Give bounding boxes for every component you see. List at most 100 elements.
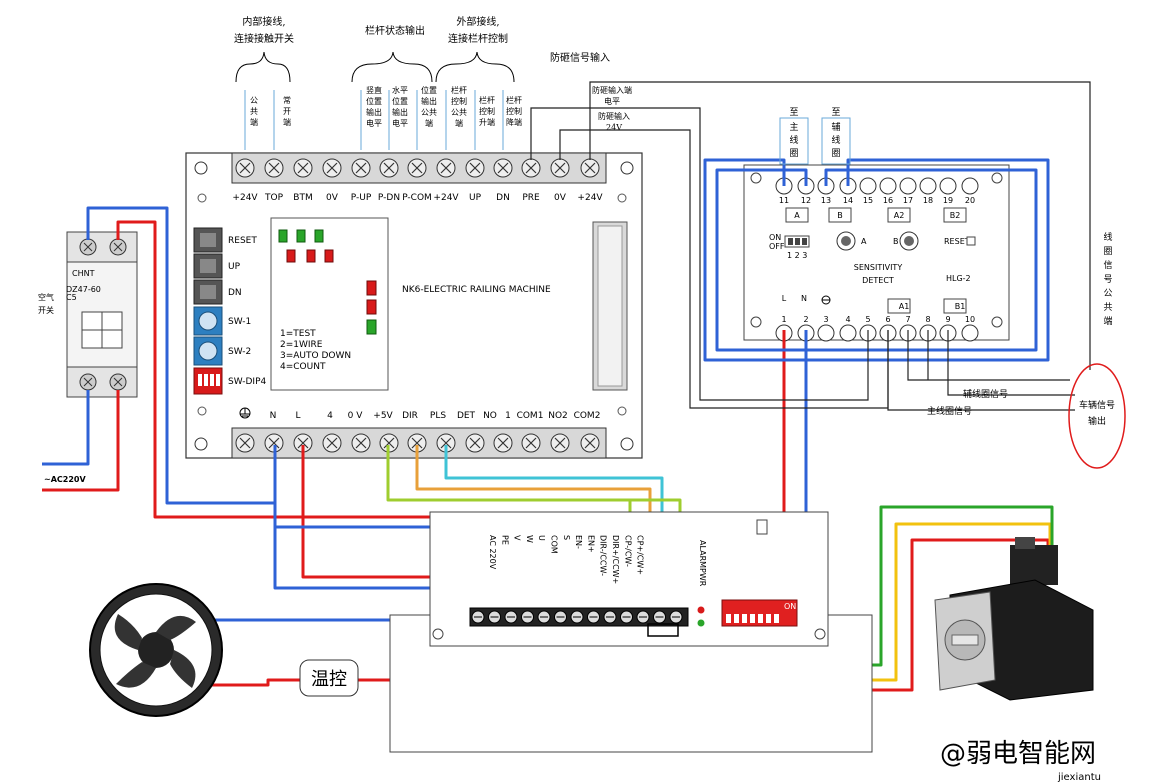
svg-text:端: 端 — [283, 117, 291, 127]
label-leaders — [244, 90, 504, 150]
board-outline — [185, 152, 643, 459]
vehicle-signal-line2: 输出 — [1088, 415, 1106, 427]
top-terminal-label: P-COM — [402, 193, 432, 203]
detector-terminal-number: 1 — [781, 315, 786, 324]
bottom-terminal-label: N — [270, 411, 277, 421]
detector-terminal-number: 16 — [883, 196, 893, 205]
svg-text:栏杆: 栏杆 — [451, 85, 467, 95]
ground-icon — [239, 407, 251, 419]
driver-terminal-label: DIR+/CCW+ — [611, 535, 620, 584]
mode-2: 2=1WIRE — [280, 340, 323, 350]
internal-wiring-line2: 连接接触开关 — [234, 32, 294, 45]
bottom-terminal-label: L — [295, 411, 300, 421]
off-label: OFF — [769, 242, 785, 251]
top-terminal-label: 0V — [554, 193, 567, 203]
svg-text:共: 共 — [250, 107, 258, 116]
detector-terminal[interactable] — [961, 324, 979, 342]
svg-text:圈: 圈 — [1103, 246, 1112, 257]
external-wiring-line2: 连接栏杆控制 — [448, 32, 508, 45]
detector-terminal-number: 5 — [865, 315, 870, 324]
top-terminal-label: BTM — [293, 193, 312, 203]
right-side-labels: 线 圈 信 号 公 共 端 辅线圈信号 主线圈信号 车辆信号 输出 — [927, 231, 1126, 469]
wire-coil-loop — [703, 158, 1050, 362]
svg-text:电平: 电平 — [392, 118, 408, 128]
mount-hole — [194, 161, 208, 175]
top-terminal-label: P-UP — [351, 193, 372, 203]
relay-b1: B1 — [955, 302, 966, 311]
bottom-terminal-label: NO — [483, 411, 497, 421]
breaker-brand: CHNT — [72, 269, 95, 278]
mode-3: 3=AUTO DOWN — [280, 351, 351, 361]
svg-text:控制: 控制 — [479, 106, 495, 116]
driver-terminal-label: CP+/CW+ — [636, 535, 645, 575]
relay-a1: A1 — [899, 302, 910, 311]
svg-text:号: 号 — [1103, 274, 1112, 285]
pwr-led — [697, 619, 705, 627]
dip-numbers: 1 2 3 — [787, 251, 807, 260]
top-terminal-label: UP — [469, 193, 482, 203]
up-label: UP — [228, 262, 241, 272]
svg-text:栏杆: 栏杆 — [479, 95, 495, 105]
sw2-label: SW-2 — [228, 347, 251, 357]
svg-text:线: 线 — [831, 134, 840, 146]
detector-terminal[interactable] — [919, 177, 937, 195]
detector-terminal-number: 6 — [885, 315, 890, 324]
top-terminal-label: DN — [496, 193, 510, 203]
relay-a: A — [794, 211, 800, 220]
detector-terminal[interactable] — [961, 177, 979, 195]
wire-coil-loop-inner — [715, 168, 1038, 352]
svg-text:开: 开 — [283, 107, 291, 116]
thermostat-box — [299, 659, 359, 697]
driver-terminal-label: PE — [500, 535, 509, 545]
detector-reset-button[interactable] — [966, 236, 976, 246]
brace-status — [351, 51, 433, 83]
bottom-terminal-label: COM2 — [574, 411, 601, 421]
driver-terminal-label: CP-/CW- — [623, 535, 632, 567]
anti-smash-24v-line1: 防砸输入 — [598, 111, 630, 121]
cooling-fan — [89, 583, 223, 717]
top-terminal-label: +24V — [577, 193, 603, 203]
reset-label: RESET — [228, 236, 257, 246]
watermark-small: jiexiantu — [1057, 772, 1101, 783]
detector-terminal[interactable] — [817, 324, 835, 342]
bottom-terminal-label: 1 — [505, 411, 511, 421]
anti-smash-level-line2: 电平 — [604, 96, 620, 106]
detector-terminal-number: 17 — [903, 196, 913, 205]
svg-text:降端: 降端 — [506, 117, 522, 127]
driver-terminal-label: EN- — [574, 535, 583, 549]
svg-text:输出: 输出 — [421, 96, 437, 106]
internal-wiring-line1: 内部接线, — [242, 15, 285, 28]
bottom-terminal-label: COM1 — [517, 411, 544, 421]
svg-text:公: 公 — [250, 96, 258, 105]
detector-terminal-number: 2 — [803, 315, 808, 324]
motor-shaft — [951, 634, 979, 646]
detector-terminal[interactable] — [879, 177, 897, 195]
svg-text:线: 线 — [1103, 231, 1112, 243]
watermark: @弱电智能网 — [940, 739, 1096, 769]
bottom-terminal-label: 0 V — [348, 411, 364, 421]
header-annotations: 内部接线, 连接接触开关 栏杆状态输出 外部接线, 连接栏杆控制 防砸信号输入 … — [234, 15, 632, 150]
svg-text:位置: 位置 — [392, 96, 408, 106]
breaker-label-line1: 空气 — [38, 292, 54, 302]
detector-terminal-number: 12 — [801, 196, 811, 205]
svg-text:输出: 输出 — [392, 107, 408, 117]
alarm-led — [697, 606, 705, 614]
driver-terminal-label: V — [513, 535, 522, 541]
detector-terminal[interactable] — [839, 324, 857, 342]
detector-terminal-number: 8 — [925, 315, 930, 324]
detector-terminal-number: 4 — [845, 315, 850, 324]
svg-text:端: 端 — [250, 117, 258, 127]
signal-wires-thin — [530, 81, 1091, 411]
svg-text:至: 至 — [789, 107, 798, 118]
anti-smash-input: 防砸信号输入 — [550, 51, 610, 64]
top-terminal-screws — [235, 158, 600, 178]
driver-terminal-label: W — [525, 535, 534, 543]
detector-terminal[interactable] — [939, 177, 957, 195]
brace-external — [435, 51, 515, 83]
detector-terminal[interactable] — [859, 177, 877, 195]
vehicle-signal-line1: 车辆信号 — [1079, 399, 1115, 411]
detector-terminal[interactable] — [899, 177, 917, 195]
